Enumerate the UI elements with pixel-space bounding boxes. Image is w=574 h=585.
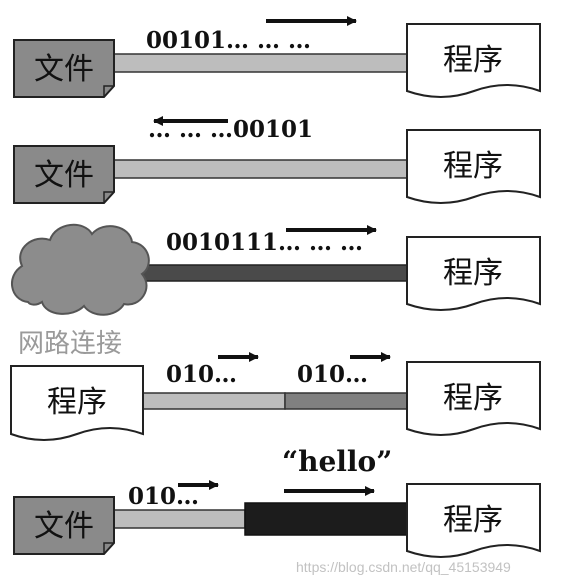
pipe-row4-left bbox=[140, 392, 286, 410]
program-doc-row2: 程序 bbox=[406, 129, 541, 204]
program-label: 程序 bbox=[443, 149, 503, 184]
program-label: 程序 bbox=[47, 385, 107, 420]
row-5: 文件 程序 010… “hello” bbox=[13, 445, 541, 558]
program-doc-row3: 程序 bbox=[406, 236, 541, 311]
stream-row4-left: 010… bbox=[166, 361, 237, 388]
row-3: 网路连接 程序 0010111… … … bbox=[11, 224, 541, 359]
row-2: 文件 程序 … … …00101 bbox=[13, 116, 541, 204]
row-4: 程序 程序 010… 010… bbox=[10, 352, 541, 441]
stream-row5-left: 010… bbox=[128, 483, 199, 510]
program-label: 程序 bbox=[443, 381, 503, 416]
program-doc-row1: 程序 bbox=[406, 23, 541, 98]
program-doc-row4-right: 程序 bbox=[406, 361, 541, 436]
file-label: 文件 bbox=[34, 52, 94, 87]
file-box-row5: 文件 bbox=[13, 496, 115, 555]
program-label: 程序 bbox=[443, 256, 503, 291]
stream-hello: “hello” bbox=[282, 445, 392, 478]
stream-row3: 0010111… … … bbox=[166, 229, 363, 256]
row-1: 文件 程序 00101… … … bbox=[13, 16, 541, 98]
pipe-row3 bbox=[137, 264, 408, 282]
program-label: 程序 bbox=[443, 503, 503, 538]
pipe-row1 bbox=[109, 53, 408, 73]
pipe-row4-right bbox=[284, 392, 408, 410]
file-box-row2: 文件 bbox=[13, 145, 115, 204]
file-label: 文件 bbox=[34, 158, 94, 193]
stream-row1: 00101… … … bbox=[146, 27, 311, 54]
pipe-row2 bbox=[109, 159, 408, 179]
pipe-row5-left bbox=[109, 509, 246, 529]
watermark: https://blog.csdn.net/qq_45153949 bbox=[296, 559, 511, 575]
file-label: 文件 bbox=[34, 509, 94, 544]
stream-row4-right: 010… bbox=[297, 361, 368, 388]
pipe-row5-right bbox=[244, 502, 408, 536]
file-box-row1: 文件 bbox=[13, 39, 115, 98]
network-label: 网路连接 bbox=[18, 329, 122, 359]
program-doc-row5: 程序 bbox=[406, 483, 541, 558]
program-label: 程序 bbox=[443, 43, 503, 78]
program-doc-row4-left: 程序 bbox=[10, 365, 144, 441]
cloud-icon bbox=[11, 224, 150, 316]
